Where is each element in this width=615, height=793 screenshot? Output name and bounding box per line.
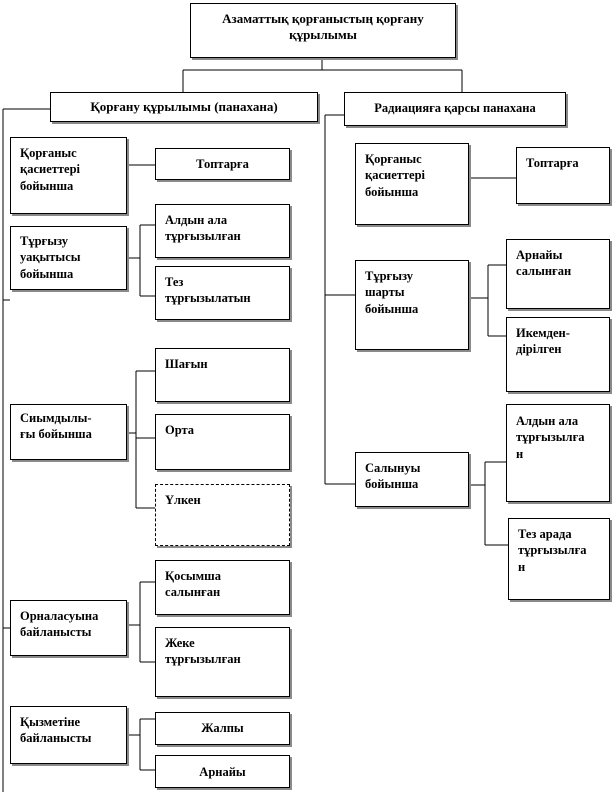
item-label: Орта (165, 423, 195, 437)
left-item-groups: Топтарға (155, 148, 290, 180)
item-label: Алдын ала тұрғызылға н (516, 414, 585, 461)
item-label: Арнайы салынған (516, 248, 572, 279)
item-label: Үлкен (165, 493, 201, 507)
item-label: Тез арада тұрғызылға н (518, 527, 587, 574)
left-item-large: Үлкен (155, 484, 290, 546)
root-node: Азаматтық қорғаныстың қорғану құрылымы (190, 3, 456, 58)
group-label: Тұрғызу шарты бойынша (365, 269, 419, 316)
group-label: Тұрғызу уақытысы бойынша (20, 234, 81, 281)
group-label: Орналасуына байланысты (20, 609, 99, 640)
left-item-general: Жалпы (155, 712, 290, 745)
left-item-small: Шағын (155, 348, 290, 402)
right-group-construction: Салынуы бойынша (355, 452, 469, 507)
item-label: Икемден- дірілген (516, 326, 570, 357)
left-group-function: Қызметіне байланысты (10, 706, 127, 764)
item-label: Қосымша салынған (165, 569, 221, 600)
left-group-location: Орналасуына байланысты (10, 600, 127, 656)
right-group-build-condition: Тұрғызу шарты бойынша (355, 260, 469, 350)
item-label: Топтарға (196, 157, 249, 171)
item-label: Алдын ала тұрғызылған (165, 213, 241, 244)
right-item-quick-build: Тез арада тұрғызылға н (508, 518, 610, 600)
group-label: Салынуы бойынша (365, 461, 421, 492)
connectors (2, 60, 516, 792)
item-label: Шағын (165, 357, 208, 371)
item-label: Арнайы (199, 765, 246, 779)
left-group-protection: Қорғаныс қасиеттері бойынша (10, 137, 127, 214)
left-header-label: Қорғану құрылымы (панахана) (90, 99, 278, 114)
left-item-quick-build: Тез тұрғызылатын (155, 266, 290, 320)
right-item-groups: Топтарға (516, 147, 610, 204)
left-item-medium: Орта (155, 414, 290, 470)
left-item-standalone: Жеке тұрғызылған (155, 627, 290, 697)
left-group-capacity: Сиымдылы- ғы бойынша (10, 404, 127, 460)
left-group-build-time: Тұрғызу уақытысы бойынша (10, 226, 127, 290)
group-label: Қорғаныс қасиеттері бойынша (20, 146, 81, 193)
item-label: Тез тұрғызылатын (165, 275, 251, 306)
root-label: Азаматтық қорғаныстың қорғану құрылымы (222, 11, 424, 43)
group-label: Сиымдылы- ғы бойынша (20, 411, 92, 442)
left-item-prebuilt: Алдын ала тұрғызылған (155, 204, 290, 258)
left-item-special: Арнайы (155, 755, 290, 788)
right-item-special-built: Арнайы салынған (506, 239, 610, 309)
right-group-protection: Қорғаныс қасиеттері бойынша (355, 143, 469, 225)
item-label: Топтарға (526, 156, 579, 170)
right-header-node: Радиацияға қарсы панахана (344, 92, 566, 126)
left-header-node: Қорғану құрылымы (панахана) (50, 92, 318, 122)
item-label: Жалпы (201, 721, 244, 735)
right-item-adapted: Икемден- дірілген (506, 317, 610, 392)
left-item-attached: Қосымша салынған (155, 560, 290, 615)
item-label: Жеке тұрғызылған (165, 636, 241, 667)
right-header-label: Радиацияға қарсы панахана (374, 101, 536, 115)
group-label: Қызметіне байланысты (20, 715, 92, 746)
group-label: Қорғаныс қасиеттері бойынша (365, 152, 426, 199)
right-item-prebuilt: Алдын ала тұрғызылға н (506, 404, 610, 502)
